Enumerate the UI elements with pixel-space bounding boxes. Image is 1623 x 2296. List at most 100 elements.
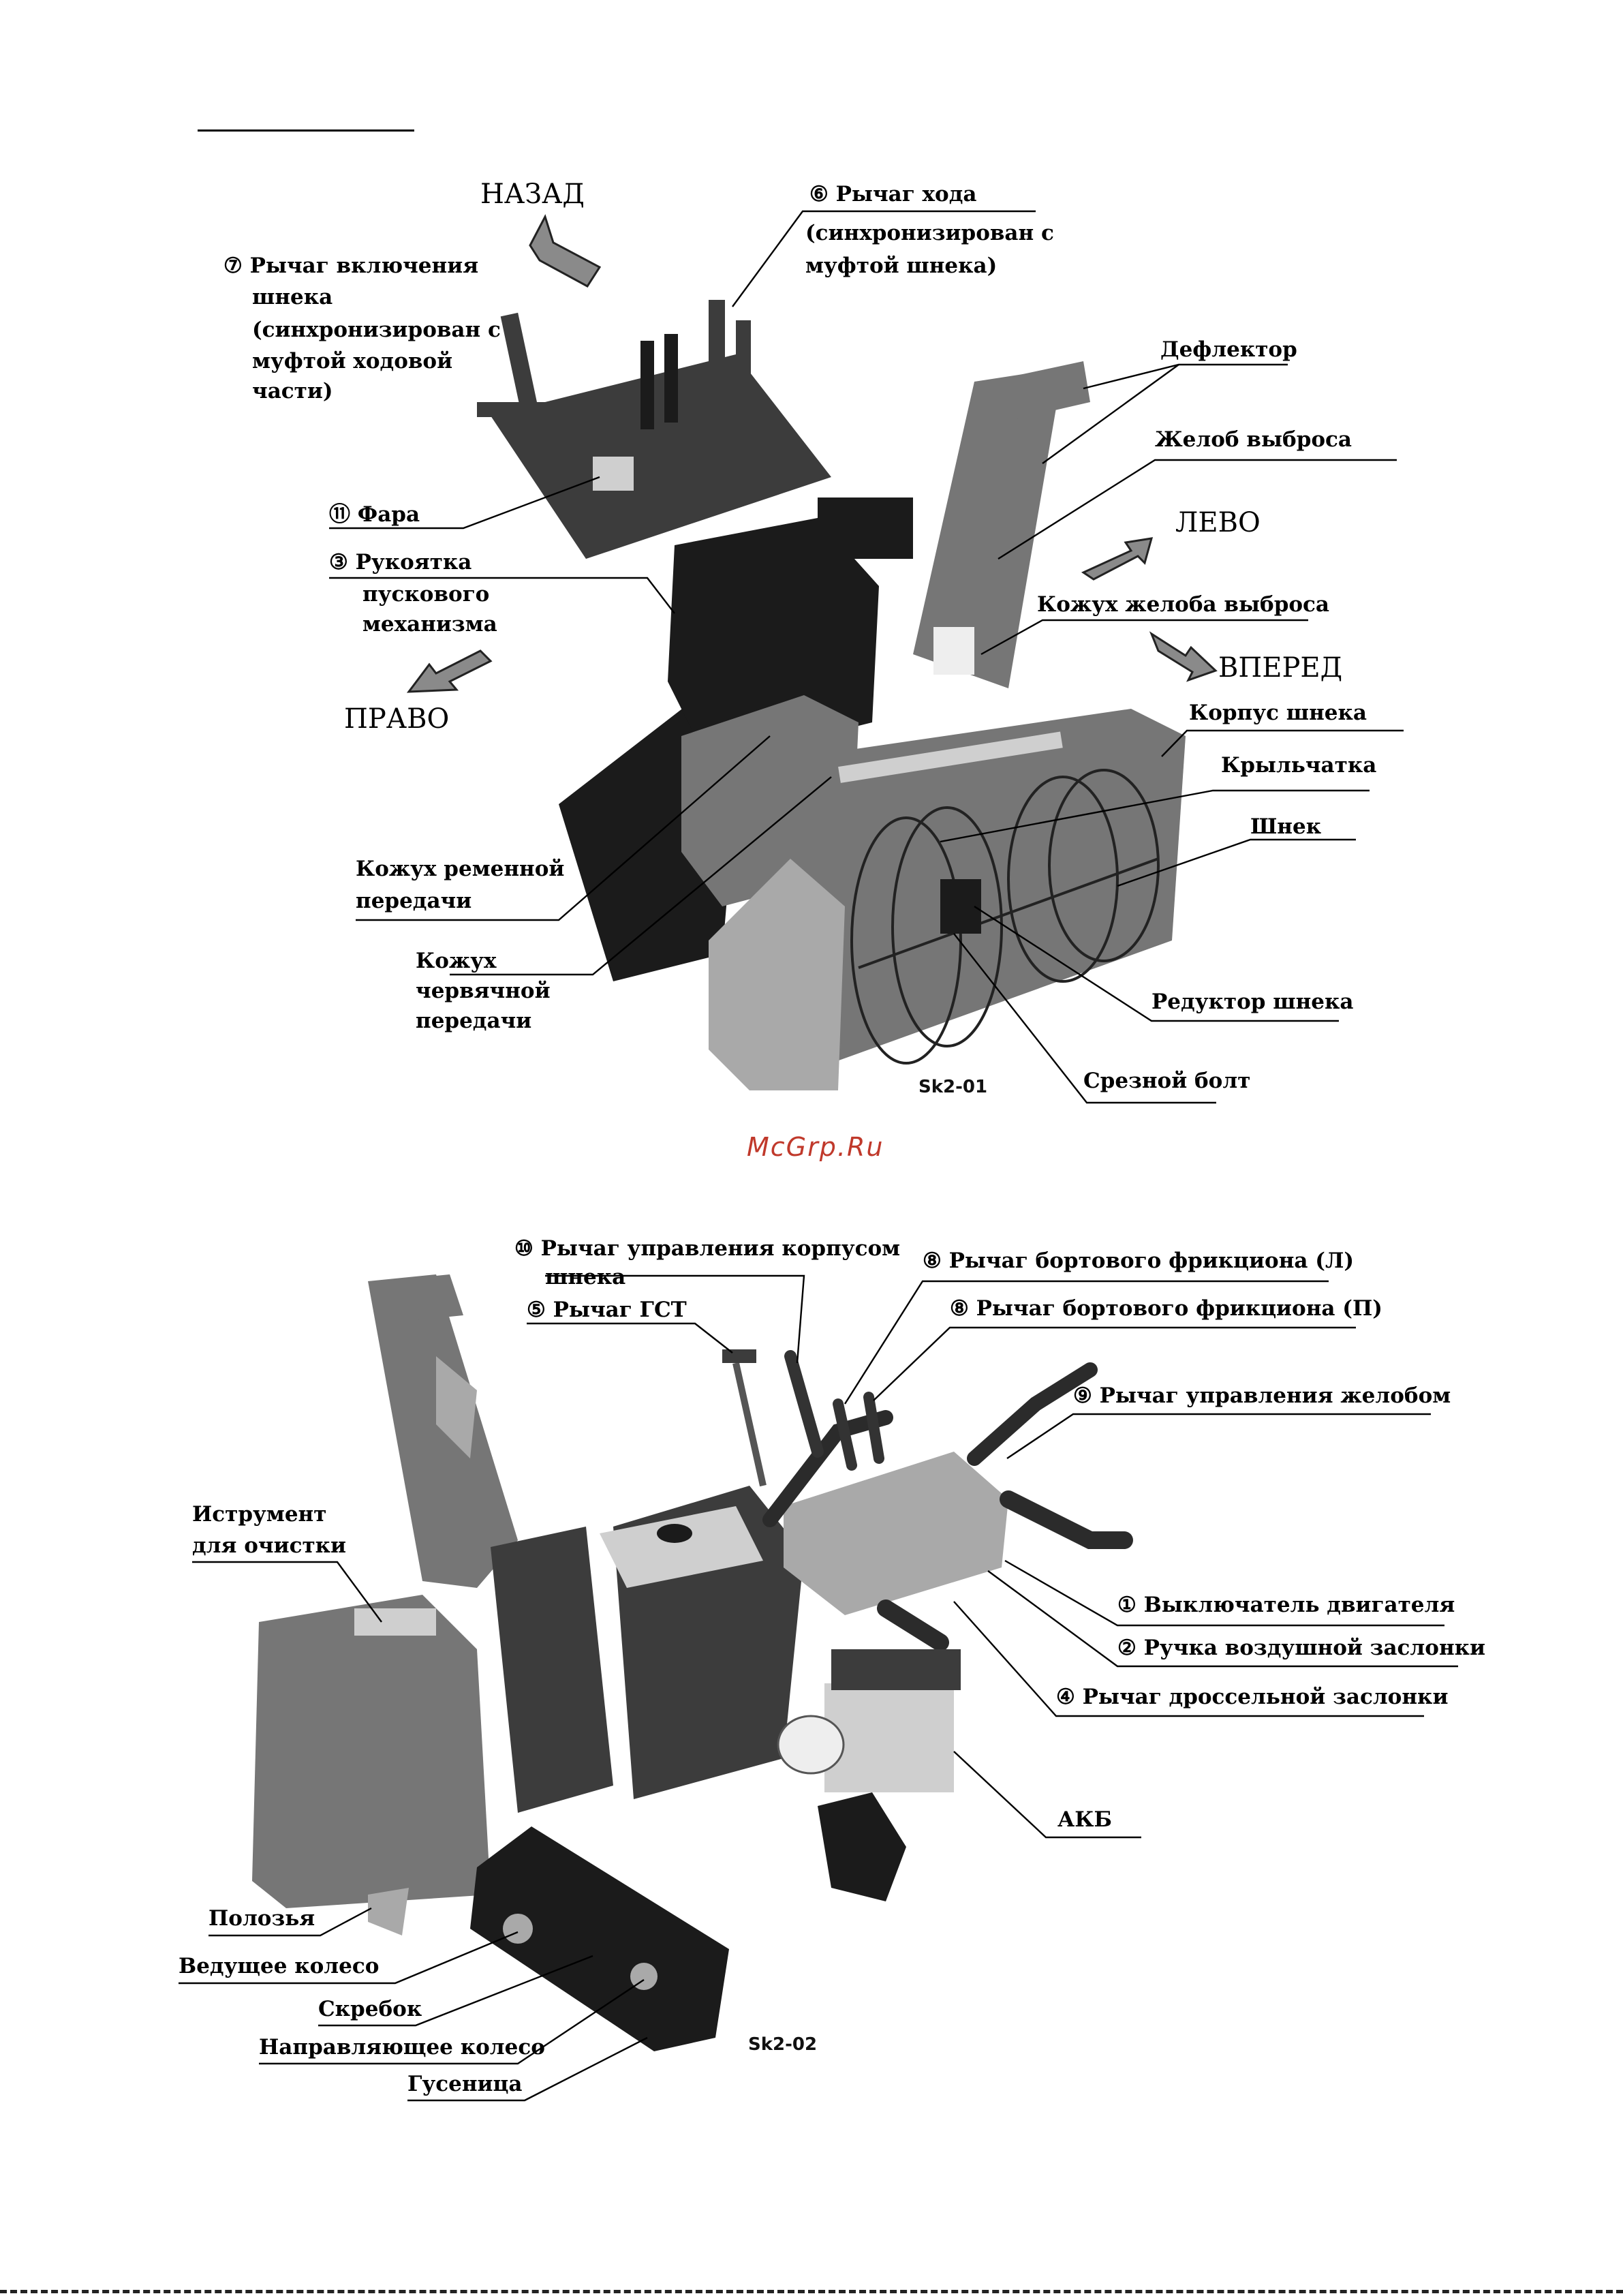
arrow-right: ПРАВО	[344, 649, 493, 735]
svg-text:Иструмент: Иструмент	[192, 1502, 326, 1527]
hst-lever-knob	[722, 1349, 756, 1363]
rear-deflector	[382, 1274, 463, 1322]
svg-text:Полозья: Полозья	[208, 1906, 315, 1931]
arrow-left: ЛЕВО	[1081, 507, 1261, 581]
callout-battery: АКБ	[953, 1751, 1141, 1839]
direction-right-label: ПРАВО	[344, 703, 449, 735]
chute-label	[933, 627, 974, 675]
svg-text:③ Рукоятка: ③ Рукоятка	[329, 550, 472, 575]
callout-housing-lever: ⑩ Рычаг управления корпусом шнека	[514, 1236, 900, 1364]
callout-auger-lever: ⑦ Рычаг включения шнека (синхронизирован…	[223, 254, 501, 403]
callout-belt-cover: Кожух ременной передачи	[356, 735, 771, 921]
chute-deflector	[988, 361, 1090, 423]
svg-text:Кожух желоба выброса: Кожух желоба выброса	[1037, 592, 1329, 617]
svg-text:⑧ Рычаг бортового фрикциона (П: ⑧ Рычаг бортового фрикциона (П)	[950, 1296, 1382, 1321]
callout-chute: Желоб выброса	[998, 427, 1397, 560]
svg-text:муфтой шнека): муфтой шнека)	[805, 254, 997, 278]
direction-back-label: НАЗАД	[480, 179, 585, 210]
figure-1-code: Sk2-01	[918, 1077, 987, 1097]
snowblower-front-view	[477, 300, 1186, 1090]
clutch-lever-right	[664, 334, 678, 423]
svg-text:⑪ Фара: ⑪ Фара	[329, 502, 420, 527]
svg-text:(синхронизирован с: (синхронизирован с	[805, 221, 1054, 245]
callout-headlight: ⑪ Фара	[329, 476, 600, 530]
callout-clutch-left: ⑧ Рычаг бортового фрикциона (Л)	[844, 1249, 1354, 1405]
direction-left-label: ЛЕВО	[1175, 507, 1261, 538]
svg-text:(синхронизирован с: (синхронизирован с	[252, 318, 501, 342]
callout-shear-bolt: Срезной болт	[953, 933, 1250, 1104]
callout-drive-wheel: Ведущее колесо	[179, 1931, 519, 1985]
svg-text:⑥ Рычаг хода: ⑥ Рычаг хода	[809, 182, 976, 206]
rear-right-track	[818, 1792, 906, 1901]
callout-chute-cover: Кожух желоба выброса	[980, 592, 1329, 656]
callout-track: Гусеница	[407, 2036, 648, 2102]
callout-deflector: Дефлектор	[1042, 337, 1297, 464]
figure-1: НАЗАД ЛЕВО ВПЕРЕД ПРАВО ⑥ Рычаг хода (си…	[223, 179, 1404, 1104]
svg-text:передачи: передачи	[356, 889, 472, 913]
svg-text:муфтой ходовой: муфтой ходовой	[252, 349, 452, 373]
svg-text:① Выключатель двигателя: ① Выключатель двигателя	[1117, 1593, 1455, 1617]
svg-text:пускового: пускового	[362, 582, 489, 607]
engine	[668, 518, 879, 763]
fuel-tank	[818, 498, 913, 559]
auger-housing-body	[784, 709, 1186, 1063]
svg-text:для очистки: для очистки	[192, 1533, 346, 1558]
svg-text:Направляющее колесо: Направляющее колесо	[259, 2035, 545, 2060]
svg-text:Гусеница: Гусеница	[407, 2072, 523, 2096]
svg-text:Кожух ременной: Кожух ременной	[356, 857, 564, 881]
direction-forward-label: ВПЕРЕД	[1218, 652, 1342, 684]
svg-text:Срезной болт: Срезной болт	[1083, 1069, 1250, 1093]
svg-text:части): части)	[252, 379, 333, 403]
svg-text:Шнек: Шнек	[1250, 814, 1322, 839]
svg-text:④ Рычаг дроссельной заслонки: ④ Рычаг дроссельной заслонки	[1056, 1685, 1448, 1709]
callout-chute-lever: ⑨ Рычаг управления желобом	[1006, 1383, 1451, 1459]
svg-text:механизма: механизма	[362, 612, 497, 637]
rear-auger-housing	[252, 1595, 491, 1908]
clutch-lever-left	[640, 341, 654, 429]
rear-frame-left	[491, 1527, 613, 1813]
side-plate	[709, 859, 845, 1090]
svg-text:⑩ Рычаг управления корпусом: ⑩ Рычаг управления корпусом	[514, 1236, 900, 1261]
battery-top	[831, 1649, 961, 1690]
cleaning-tool-body	[354, 1608, 436, 1636]
headlight-lamp	[593, 457, 634, 491]
battery-body	[824, 1683, 954, 1792]
svg-text:Желоб выброса: Желоб выброса	[1155, 427, 1352, 452]
svg-text:⑨ Рычаг управления желобом: ⑨ Рычаг управления желобом	[1073, 1383, 1451, 1408]
drive-wheel-hub	[503, 1914, 533, 1944]
callout-choke-knob: ② Ручка воздушной заслонки	[987, 1570, 1485, 1668]
callout-auger-gearbox: Редуктор шнека	[974, 905, 1353, 1022]
drive-lever-handle-2	[736, 320, 751, 423]
rear-engine-top	[600, 1506, 763, 1588]
svg-text:⑤ Рычаг ГСТ: ⑤ Рычаг ГСТ	[527, 1298, 687, 1322]
svg-text:⑦ Рычаг включения: ⑦ Рычаг включения	[223, 254, 478, 278]
callout-engine-switch: ① Выключатель двигателя	[1004, 1559, 1455, 1627]
svg-text:Кожух: Кожух	[416, 949, 497, 973]
callout-auger: Шнек	[1117, 814, 1356, 887]
svg-text:передачи: передачи	[416, 1009, 531, 1033]
svg-text:Крыльчатка: Крыльчатка	[1221, 753, 1376, 778]
svg-text:⑧ Рычаг бортового фрикциона (Л: ⑧ Рычаг бортового фрикциона (Л)	[923, 1249, 1354, 1273]
housing-top-bar	[838, 731, 1063, 783]
svg-text:Дефлектор: Дефлектор	[1160, 337, 1297, 362]
callout-auger-housing: Корпус шнека	[1161, 701, 1404, 757]
callout-starter-handle: ③ Рукоятка пускового механизма	[329, 550, 675, 637]
idler-wheel-hub	[630, 1963, 658, 1990]
svg-text:шнека: шнека	[545, 1265, 625, 1289]
rear-chute-window	[436, 1356, 477, 1458]
svg-text:② Ручка воздушной заслонки: ② Ручка воздушной заслонки	[1117, 1636, 1485, 1660]
header-rule	[198, 129, 414, 132]
rear-control-panel	[784, 1452, 1008, 1615]
callout-impeller: Крыльчатка	[940, 753, 1376, 843]
figure-2-code: Sk2-02	[748, 2034, 817, 2055]
figure-2: ⑩ Рычаг управления корпусом шнека ⑤ Рыча…	[179, 1236, 1485, 2102]
oil-reservoir	[777, 1715, 845, 1775]
snowblower-rear-view	[252, 1274, 1133, 2051]
watermark: McGrp.Ru	[747, 1132, 884, 1162]
callout-idler-wheel: Направляющее колесо	[259, 1979, 645, 2065]
auger-spirals	[850, 769, 1160, 1065]
skid-shoe	[368, 1888, 409, 1935]
callout-throttle-lever: ④ Рычаг дроссельной заслонки	[953, 1601, 1448, 1717]
discharge-chute	[913, 368, 1063, 688]
